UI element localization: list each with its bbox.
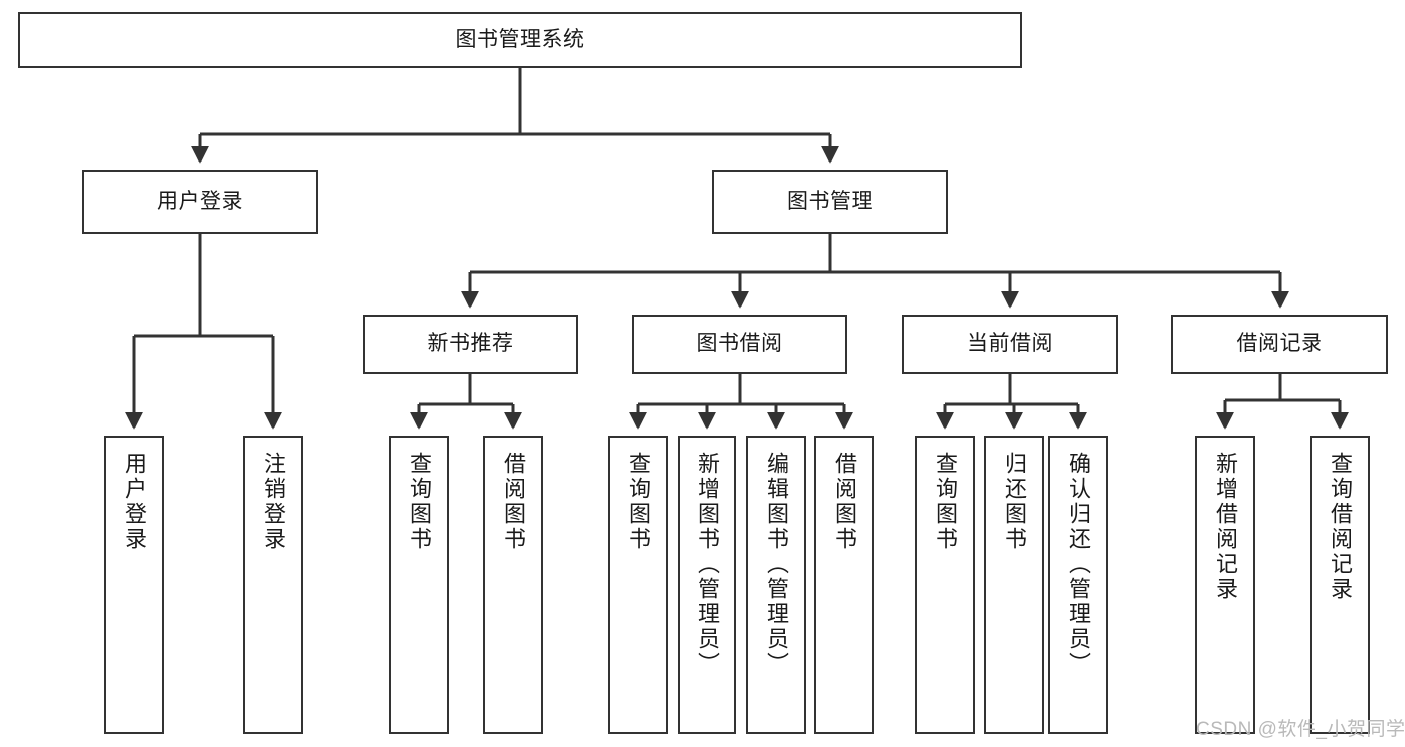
node-leaf-borrow-book[interactable]: 借阅图书 — [814, 436, 874, 734]
node-label: 当前借阅 — [967, 332, 1053, 356]
node-leaf-logout[interactable]: 注销登录 — [243, 436, 303, 734]
node-leaf-add-book[interactable]: 新增图书（管理员） — [678, 436, 736, 734]
node-label: 新增借阅记录 — [1213, 452, 1238, 602]
node-label: 查询图书 — [626, 452, 651, 552]
node-label: 确认归还（管理员） — [1066, 452, 1091, 677]
node-leaf-return-book[interactable]: 归还图书 — [984, 436, 1044, 734]
node-root[interactable]: 图书管理系统 — [18, 12, 1022, 68]
node-label: 图书借阅 — [696, 332, 783, 356]
node-label: 用户登录 — [157, 189, 243, 213]
node-leaf-user-login[interactable]: 用户登录 — [104, 436, 164, 734]
node-label: 查询图书 — [407, 452, 432, 552]
node-leaf-borrow-book-rec[interactable]: 借阅图书 — [483, 436, 543, 734]
node-leaf-edit-book[interactable]: 编辑图书（管理员） — [746, 436, 806, 734]
node-label: 图书管理系统 — [455, 27, 585, 51]
node-label: 用户登录 — [122, 452, 147, 552]
node-label: 注销登录 — [261, 452, 286, 552]
node-label: 新增图书（管理员） — [695, 452, 720, 677]
node-current-borrow[interactable]: 当前借阅 — [902, 315, 1118, 374]
node-label: 编辑图书（管理员） — [764, 452, 789, 677]
node-label: 借阅图书 — [832, 452, 857, 552]
node-label: 新书推荐 — [427, 332, 514, 356]
node-label: 查询图书 — [933, 452, 958, 552]
node-label: 查询借阅记录 — [1328, 452, 1353, 602]
node-book-borrow[interactable]: 图书借阅 — [632, 315, 847, 374]
node-user-login[interactable]: 用户登录 — [82, 170, 318, 234]
node-label: 图书管理 — [787, 189, 873, 213]
node-label: 归还图书 — [1002, 452, 1027, 552]
node-label: 借阅图书 — [501, 452, 526, 552]
node-new-book-rec[interactable]: 新书推荐 — [363, 315, 578, 374]
node-leaf-query-record[interactable]: 查询借阅记录 — [1310, 436, 1370, 734]
node-book-manage[interactable]: 图书管理 — [712, 170, 948, 234]
node-leaf-add-record[interactable]: 新增借阅记录 — [1195, 436, 1255, 734]
node-leaf-query-book-current[interactable]: 查询图书 — [915, 436, 975, 734]
node-leaf-query-book-borrow[interactable]: 查询图书 — [608, 436, 668, 734]
node-borrow-record[interactable]: 借阅记录 — [1171, 315, 1388, 374]
csdn-watermark: CSDN @软件_小贺同学 — [1196, 719, 1405, 740]
node-label: 借阅记录 — [1236, 332, 1323, 356]
node-leaf-confirm-return[interactable]: 确认归还（管理员） — [1048, 436, 1108, 734]
node-leaf-query-book-rec[interactable]: 查询图书 — [389, 436, 449, 734]
